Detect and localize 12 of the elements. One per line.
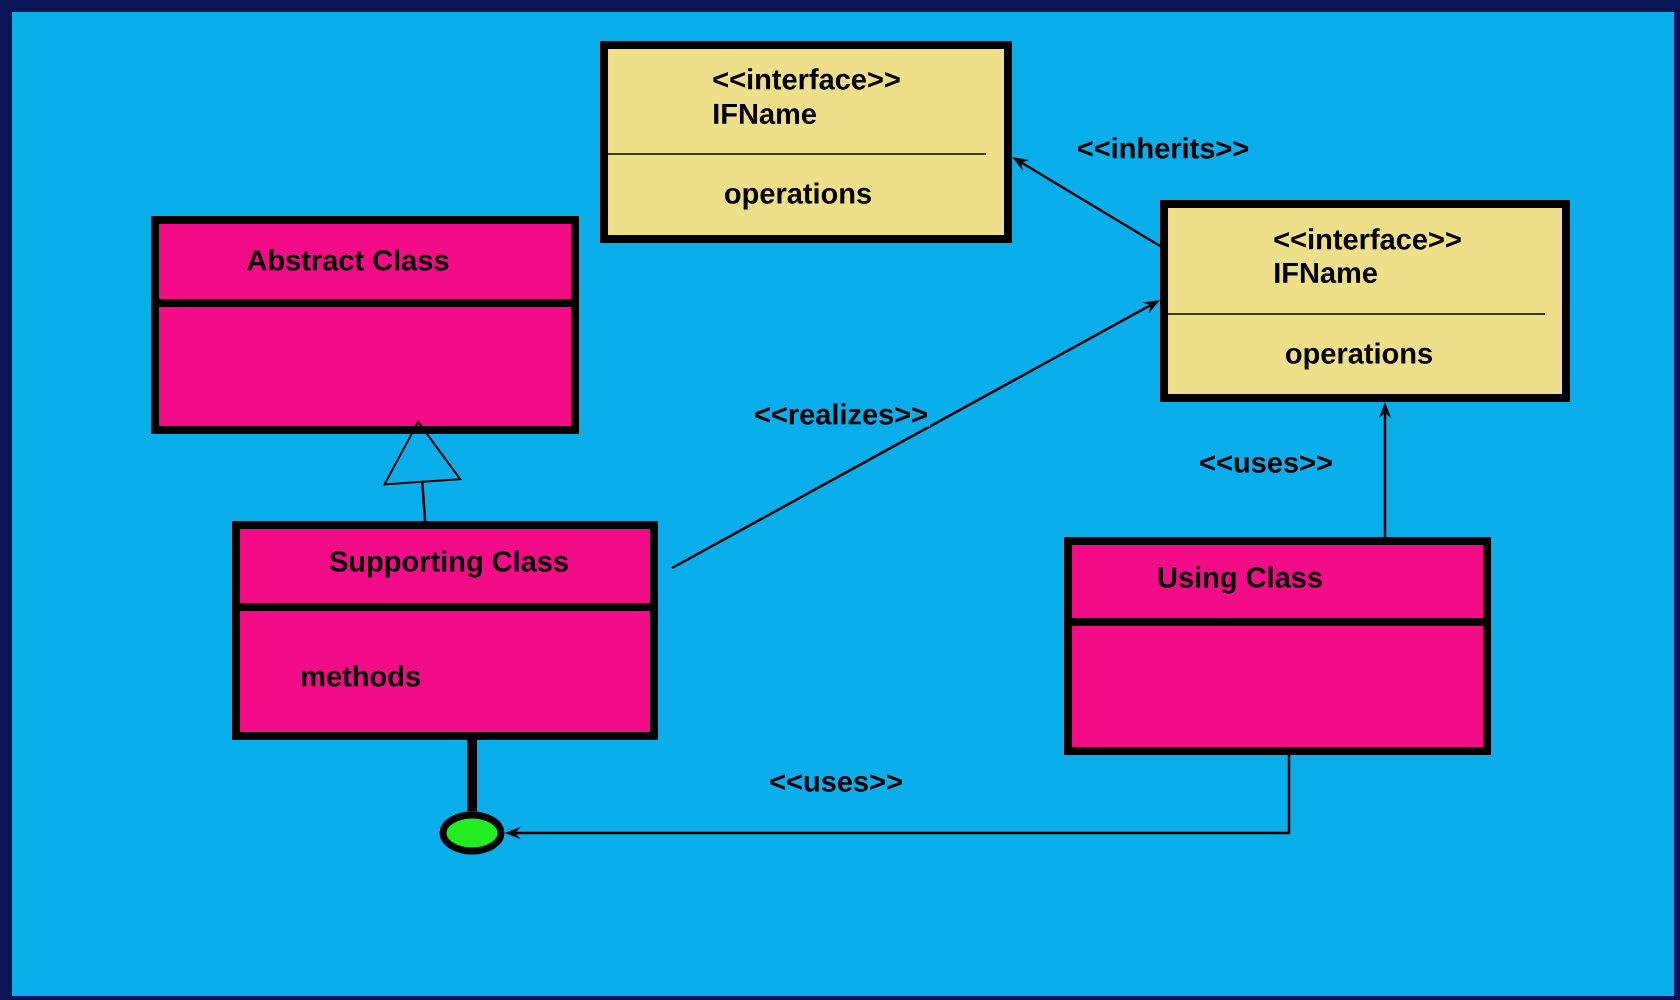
interface-lollipop xyxy=(439,811,505,855)
class-box: Supporting Class methods xyxy=(232,521,658,740)
edge-label: <<uses>> xyxy=(1197,453,1335,475)
edge-label: <<uses>> xyxy=(767,772,905,794)
interface-box: <<interface>> IFName operations xyxy=(1160,200,1570,402)
connector-line xyxy=(467,740,477,812)
edge-label: <<inherits>> xyxy=(1074,135,1252,161)
generalization-arrow xyxy=(382,420,462,522)
interface-box: <<interface>> IFName operations xyxy=(600,41,1012,243)
class-box: Abstract Class xyxy=(151,216,579,434)
edge-label: <<realizes>> xyxy=(751,401,931,427)
class-box: Using Class xyxy=(1064,537,1491,755)
